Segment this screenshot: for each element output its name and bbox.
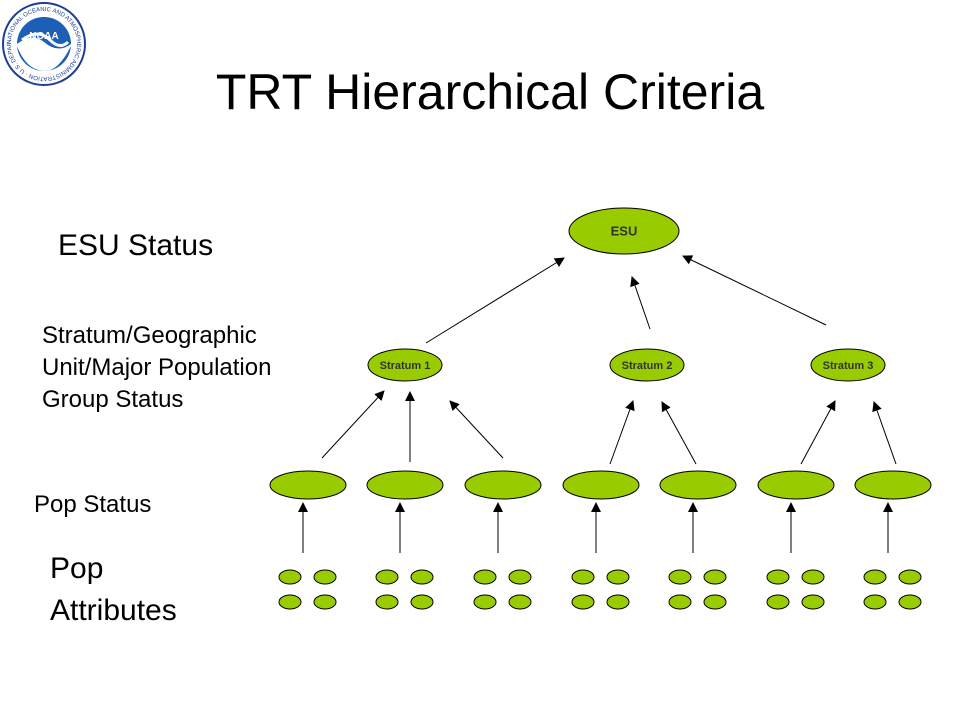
hierarchy-arrow bbox=[682, 255, 827, 326]
attribute-node bbox=[801, 594, 825, 610]
attribute-node bbox=[410, 569, 434, 585]
hierarchy-arrow bbox=[872, 401, 897, 465]
attribute-node bbox=[863, 594, 887, 610]
level-label-attributes-line: Attributes bbox=[50, 594, 177, 627]
attribute-node bbox=[668, 594, 692, 610]
pop-node bbox=[464, 470, 542, 500]
attribute-node bbox=[410, 594, 434, 610]
level-label-stratum-line: Stratum/Geographic bbox=[42, 322, 257, 349]
attribute-node bbox=[703, 569, 727, 585]
attribute-node bbox=[375, 569, 399, 585]
hierarchy-arrow bbox=[661, 401, 697, 465]
noaa-logo: NOAA NATIONAL OCEANIC AND ATMOSPHERIC AD… bbox=[2, 2, 86, 86]
stratum-node-label: Stratum 2 bbox=[622, 360, 673, 372]
hierarchy-arrow bbox=[449, 400, 504, 459]
attribute-node bbox=[313, 569, 337, 585]
page-title: TRT Hierarchical Criteria bbox=[215, 64, 765, 120]
level-label-stratum: Stratum/Geographic Unit/Major Population… bbox=[42, 320, 362, 416]
level-label-pop: Pop Status bbox=[34, 491, 152, 518]
logo-wordmark: NOAA bbox=[29, 31, 58, 42]
attribute-node bbox=[606, 569, 630, 585]
attribute-node bbox=[473, 569, 497, 585]
arrows-group bbox=[298, 255, 897, 553]
stratum-node bbox=[810, 348, 886, 382]
pop-node bbox=[366, 470, 444, 500]
attribute-node bbox=[898, 594, 922, 610]
attribute-node bbox=[766, 569, 790, 585]
attribute-node bbox=[508, 569, 532, 585]
level-label-attributes: Pop Attributes bbox=[50, 548, 250, 632]
attribute-node bbox=[473, 594, 497, 610]
pop-node bbox=[757, 470, 835, 500]
hierarchy-arrow bbox=[425, 257, 565, 344]
pop-node bbox=[659, 470, 737, 500]
stratum-node bbox=[609, 348, 685, 382]
stratum-node-label: Stratum 3 bbox=[823, 360, 874, 372]
attribute-node bbox=[571, 569, 595, 585]
level-label-attributes-line: Pop bbox=[50, 552, 104, 585]
attribute-node bbox=[668, 569, 692, 585]
esu-node-label: ESU bbox=[611, 224, 638, 239]
attribute-node bbox=[606, 594, 630, 610]
hierarchy-arrow bbox=[630, 276, 651, 330]
attribute-node bbox=[863, 569, 887, 585]
level-label-stratum-line: Unit/Major Population bbox=[42, 354, 272, 381]
attribute-node bbox=[571, 594, 595, 610]
level-label-stratum-line: Group Status bbox=[42, 386, 184, 413]
level-label-esu: ESU Status bbox=[58, 229, 214, 262]
hierarchy-arrow bbox=[800, 400, 836, 465]
attribute-node bbox=[703, 594, 727, 610]
stratum-node-label: Stratum 1 bbox=[380, 360, 431, 372]
attribute-node bbox=[313, 594, 337, 610]
hierarchy-arrow bbox=[321, 390, 385, 459]
attribute-node bbox=[375, 594, 399, 610]
attribute-node bbox=[801, 569, 825, 585]
attribute-node bbox=[508, 594, 532, 610]
nodes-group: ESU Stratum 1 Stratum 2 Stratum 3 bbox=[269, 207, 932, 610]
pop-node bbox=[854, 470, 932, 500]
attribute-node bbox=[898, 569, 922, 585]
attribute-node bbox=[278, 569, 302, 585]
attribute-node bbox=[278, 594, 302, 610]
hierarchy-arrow bbox=[609, 400, 635, 465]
attribute-node bbox=[766, 594, 790, 610]
stratum-node bbox=[367, 348, 443, 382]
pop-node bbox=[562, 470, 640, 500]
pop-node bbox=[269, 470, 347, 500]
esu-node bbox=[568, 207, 680, 255]
